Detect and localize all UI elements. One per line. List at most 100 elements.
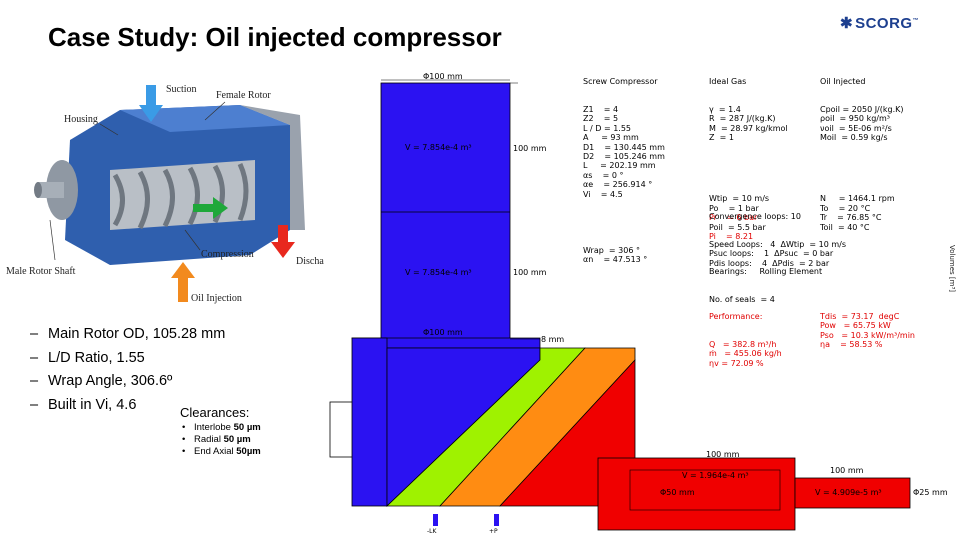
dim-outlet-dia-1: Φ50 mm [660,488,695,497]
table-row: Po = 1 bar [709,203,759,213]
table-row: L / D = 1.55 [583,123,631,133]
table-row: αs = 0 ° [583,170,624,180]
table-row: Pow = 65.75 kW [820,321,891,331]
outlet-pipe-2 [794,477,911,509]
bullet-rotor-od: Main Rotor OD, 105.28 mm [30,323,225,347]
bullet-built-in-vi: Built in Vi, 4.6 [30,394,225,418]
bearings-line: Bearings: Rolling Element [709,266,823,276]
table-row: Moil = 0.59 kg/s [820,133,888,143]
convergence-table: Convergence loops: 10 Speed Loops: 4 ΔWt… [709,193,846,278]
clearance-value: 50 µm [223,434,251,445]
dim-length-2: 100 mm [513,268,547,277]
rotor-end-block [351,337,388,507]
scorg-logo: ✱SCORG™ [840,14,919,32]
discharge-arrow-icon [271,225,295,258]
table-row: Cpoil = 2050 J/(kg.K) [820,105,904,115]
seals-line: No. of seals = 4 [709,295,775,305]
table-row: D1 = 130.445 mm [583,142,665,152]
table-row: Toil = 40 °C [820,222,870,232]
star-icon: ✱ [840,15,854,32]
table-row: Tr = 76.85 °C [820,213,882,223]
volume-label-2: V = 7.854e-4 m³ [405,268,472,277]
oil-injected-table: Oil Injected Cpoil = 2050 J/(kg.K)ρoil =… [820,58,904,241]
suction-arrow-icon [139,85,163,122]
table-row: D2 = 105.246 mm [583,152,665,162]
clearances-list: Interlobe 50 µm Radial 50 µm End Axial 5… [182,422,261,458]
table-row: Speed Loops: 4 ΔWtip = 10 m/s [709,240,847,250]
compression-leader [184,229,201,251]
table-row: Tdis = 73.17 degC [820,311,900,321]
volume-outlet-1: V = 1.964e-4 m³ [682,471,749,480]
bullet-wrap-angle: Wrap Angle, 306.6º [30,370,225,394]
table-row: R = 287 J/(kg.K) [709,114,776,124]
volume-label-1: V = 7.854e-4 m³ [405,143,472,152]
table-row: Pi = 8.21 [709,231,754,241]
shaft-end [34,182,42,198]
logo-text: SCORG [855,15,913,32]
label-female-rotor: Female Rotor [216,90,271,101]
table-row: Vi = 4.5 [583,189,623,199]
page-title: Case Study: Oil injected compressor [48,22,502,52]
housing-leader [99,123,119,136]
compression-arrow-icon [193,197,228,219]
male-rotor-shaft [38,182,64,198]
table-row: ηv = 72.09 % [709,358,764,368]
table-row: Pso = 10.3 kW/m³/min [820,330,915,340]
clearance-label: Radial [194,434,224,445]
label-discharge: Discha [296,256,324,267]
clearance-interlobe: Interlobe 50 µm [182,422,261,434]
volume-outlet-2: V = 4.909e-5 m³ [815,488,882,497]
table-row: M = 28.97 kg/kmol [709,123,788,133]
table-row: Wtip = 10 m/s [709,194,770,204]
dim-outlet-length-1: 100 mm [706,450,740,459]
clearance-label: Interlobe [194,422,234,433]
table-row: ηa = 58.53 % [820,340,883,350]
table-row: ρoil = 950 kg/m³ [820,114,890,124]
end-cover [240,105,305,230]
table-row: ṁ = 455.06 kg/h [709,349,782,359]
table-row: Z1 = 4 [583,105,619,115]
table-row: To = 20 °C [820,203,871,213]
clearance-value: 50 µm [233,422,261,433]
female-rotor-leader [204,101,226,121]
suction-pipe [380,82,511,344]
table-head: Performance: [709,311,763,321]
dim-outlet-length-2: 100 mm [830,466,864,475]
label-suction: Suction [166,84,197,95]
table-row: A = 93 mm [583,133,639,143]
table-row: Psuc loops: 1 ΔPsuc = 0 bar [709,249,834,259]
table-head: Ideal Gas [709,76,747,86]
spacer [709,161,788,175]
bearings-info: Bearings: Rolling Element No. of seals =… [709,248,822,314]
clearance-end-axial: End Axial 50µm [182,446,261,458]
table-row: Poil = 5.5 bar [709,222,766,232]
dim-dia-top: Φ100 mm [423,72,463,81]
clearance-value: 50µm [236,446,261,457]
wrap-rows: Wrap = 306 °αn = 47.513 ° [583,246,665,265]
spacer [583,218,665,227]
label-housing: Housing [64,114,98,125]
table-row: Z2 = 5 [583,114,619,124]
table-head: Screw Compressor [583,76,658,86]
table-row: Q = 382.8 m³/h [709,340,777,350]
table-row: Pr = 6 bar [709,213,758,223]
clearance-radial: Radial 50 µm [182,434,261,446]
dim-gap: 8 mm [541,335,565,344]
label-male-rotor-shaft: Male Rotor Shaft [6,266,76,277]
dim-dia-mid: Φ100 mm [423,328,463,337]
probe-label-2: +P [489,528,498,535]
probe-icon [433,514,438,526]
outlet-pipe-1-inner [629,469,781,511]
